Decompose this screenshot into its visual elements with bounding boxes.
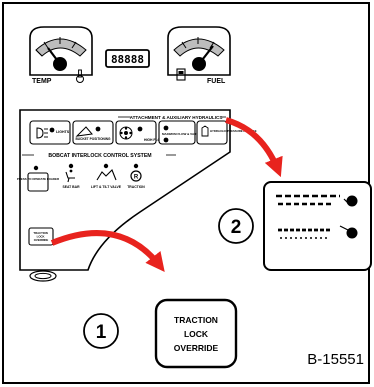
high-flow-icon	[119, 126, 133, 140]
lights-label: LIGHTS	[56, 130, 70, 134]
tl-small-line2: LOCK	[37, 235, 45, 239]
thermometer-icon	[76, 69, 84, 83]
svg-text:TRACTION LOCK OVER: TRACTION LOCK OVERRIDE	[33, 231, 48, 242]
high-flow-switch[interactable]: HIGH FLOW	[115, 120, 164, 145]
callout-2-number: 2	[231, 217, 242, 238]
tl-line2: LOCK	[184, 329, 209, 339]
aux-hydraulic-detail	[263, 181, 372, 271]
max-flow-switch[interactable]: MAXIMUM FLOW & VARIABLE FLOW	[158, 120, 215, 145]
pressure-release-icon	[201, 125, 209, 137]
callout-2: 2	[218, 208, 254, 244]
seat-bar-label: SEAT BAR	[62, 185, 80, 189]
switch-panel	[19, 109, 231, 271]
pressure-release-switch[interactable]: HYDRAULIC PRESSURE RELEASE	[196, 120, 257, 145]
seat-bar-indicator: SEAT BAR	[62, 163, 80, 189]
max-flow-label: MAXIMUM FLOW & VARIABLE FLOW	[162, 132, 215, 136]
attachment-header: ATTACHMENT & AUXILIARY HYDRAULICS	[130, 115, 223, 120]
bucket-label: BUCKET POSITIONING	[75, 137, 111, 141]
tl-small-line3: OVERRIDE	[34, 238, 49, 242]
interlock-header: BOBCAT INTERLOCK CONTROL SYSTEM	[48, 153, 151, 159]
arrow-to-aux-detail	[225, 117, 283, 178]
pressure-release-label: HYDRAULIC PRESSURE RELEASE	[210, 129, 257, 133]
press-to-operate-label: PRESS TO OPERATE LOADER	[17, 177, 60, 181]
fuel-needle	[198, 45, 214, 65]
temp-gauge: TEMP	[29, 26, 93, 85]
traction-indicator: R TRACTION	[127, 163, 145, 189]
temp-label: TEMP	[32, 78, 52, 85]
callout-1: 1	[83, 313, 119, 349]
figure-id: B-15551	[307, 351, 364, 368]
svg-text:R: R	[134, 175, 139, 181]
traction-lock-override-button-small[interactable]: TRACTION LOCK OVERRIDE	[28, 227, 54, 246]
light-icon	[36, 127, 48, 139]
traction-label: TRACTION	[127, 185, 145, 189]
tl-line1: TRACTION	[174, 315, 218, 325]
tl-small-line1: TRACTION	[33, 231, 47, 235]
traction-icon: R	[130, 170, 142, 182]
bucket-icon	[75, 126, 93, 137]
lift-tilt-icon	[96, 169, 117, 181]
arrow-to-traction-lock	[50, 230, 165, 273]
hour-meter: 88888	[105, 49, 150, 68]
high-flow-label: HIGH FLOW	[144, 138, 164, 142]
traction-lock-override-button: TRACTION LOCK OVERRIDE	[154, 298, 238, 369]
key-switch[interactable]	[29, 270, 57, 282]
lift-tilt-label: LIFT & TILT VALVE	[91, 185, 122, 189]
seat-bar-icon	[65, 169, 75, 183]
lights-switch[interactable]: LIGHTS	[29, 120, 71, 145]
callout-1-number: 1	[96, 322, 107, 343]
temp-needle	[47, 47, 61, 65]
tl-line3: OVERRIDE	[174, 343, 219, 353]
bucket-positioning-switch[interactable]: BUCKET POSITIONING	[72, 120, 114, 145]
press-to-operate-button[interactable]: PRESS TO OPERATE LOADER	[17, 165, 60, 192]
fuel-gauge: FUEL	[167, 26, 231, 85]
fuel-label: FUEL	[207, 78, 226, 85]
lift-tilt-indicator: LIFT & TILT VALVE	[91, 163, 122, 189]
hour-meter-display: 88888	[111, 53, 144, 66]
fuel-pump-icon	[176, 68, 186, 81]
